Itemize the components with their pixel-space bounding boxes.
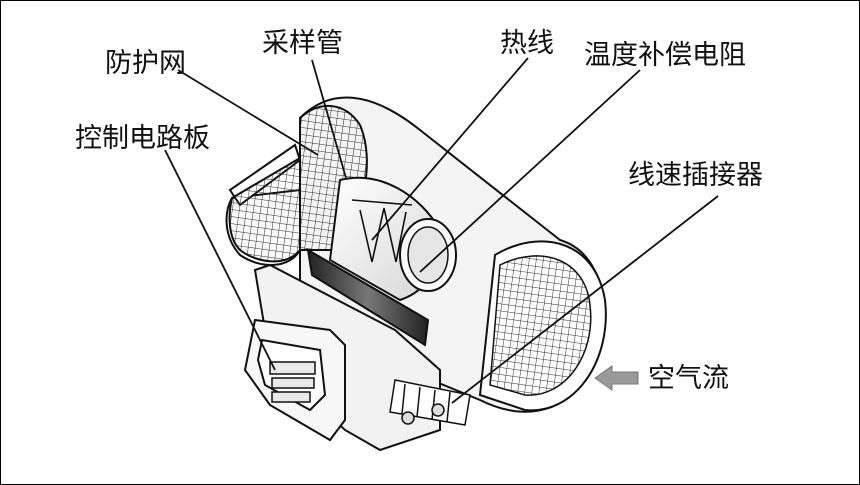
leader-temp-comp — [419, 69, 641, 273]
label-hot-wire: 热线 — [500, 28, 554, 59]
leader-connector — [451, 195, 719, 404]
leader-hot-wire — [371, 57, 529, 241]
leader-circuit-board — [164, 149, 276, 371]
leader-sampling-tube — [311, 59, 347, 179]
airflow-arrow — [594, 365, 639, 391]
label-control-circuit-board: 控制电路板 — [75, 123, 210, 154]
sampling-tube — [328, 176, 457, 302]
label-temp-compensation-resistor: 温度补偿电阻 — [584, 40, 746, 71]
label-protective-mesh: 防护网 — [105, 48, 186, 79]
leader-lines — [164, 57, 719, 404]
label-wire-connector: 线速插接器 — [628, 160, 763, 191]
hot-wire — [359, 207, 407, 263]
label-airflow: 空气流 — [648, 363, 729, 394]
leader-protective-mesh — [177, 69, 319, 156]
base-ribs — [389, 379, 471, 426]
label-sampling-tube: 采样管 — [262, 28, 343, 59]
control-circuit-board — [243, 318, 346, 442]
outlet-opening — [478, 240, 607, 412]
left-mesh — [228, 156, 301, 263]
dark-band — [306, 248, 430, 347]
